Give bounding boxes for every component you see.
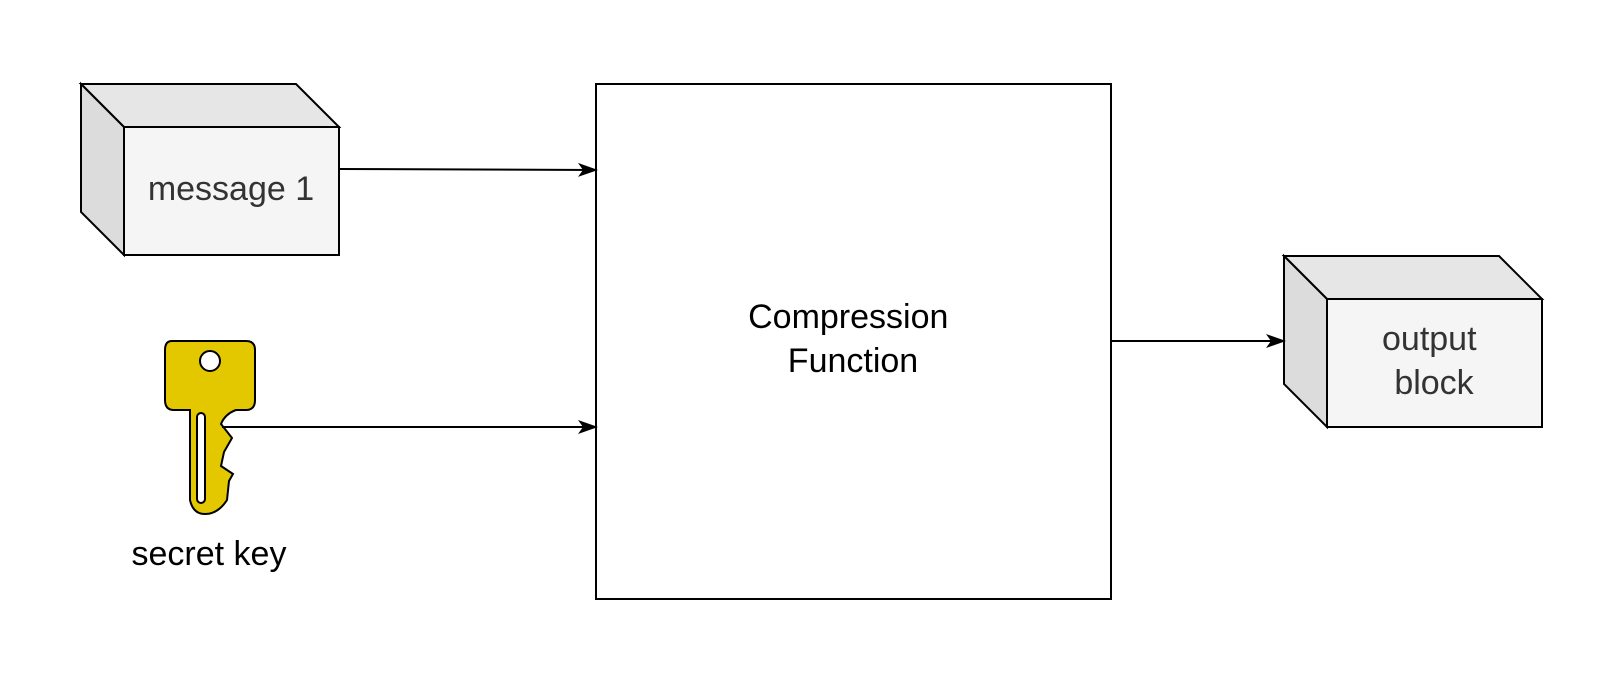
compression-function-line1: Compression (748, 298, 948, 336)
key-groove (196, 412, 206, 504)
arrow-message-to-compression (338, 162, 598, 177)
message-block-top (78, 83, 342, 128)
output-block-line1: output (1382, 320, 1477, 358)
output-block-front (1326, 298, 1543, 428)
output-block: output block (1281, 253, 1545, 430)
output-block-top (1281, 255, 1545, 300)
message-block-label: message 1 (148, 170, 314, 208)
output-block-line2: block (1394, 364, 1474, 402)
key-body (164, 340, 256, 516)
message-block-front (123, 126, 340, 256)
key-icon (164, 340, 256, 516)
key-hole (199, 350, 221, 372)
compression-function-line2: Function (788, 342, 918, 380)
compression-function-box (595, 83, 1112, 600)
secret-key-label: secret key (132, 535, 287, 573)
output-block-label: output block (1382, 311, 1486, 402)
message-block: message 1 (78, 81, 342, 258)
compression-function-label: Compression Function (748, 289, 958, 380)
